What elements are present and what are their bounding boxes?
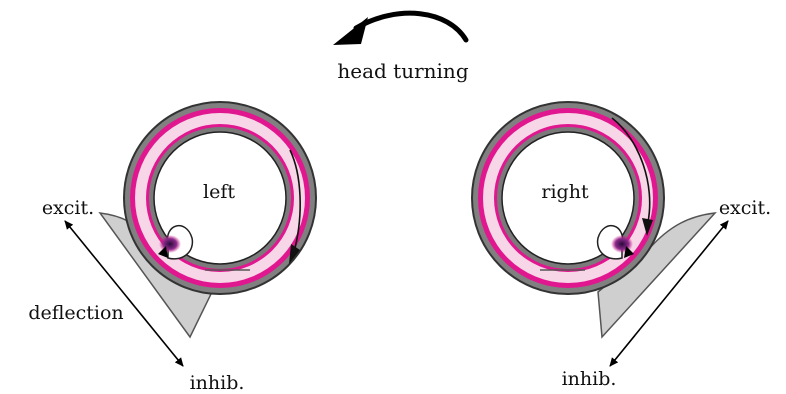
- left-canal-label: left: [203, 181, 235, 203]
- right-canal-label: right: [541, 181, 589, 203]
- head-turning-arrow: [333, 13, 466, 45]
- right-inhibition-label: inhib.: [562, 368, 617, 390]
- head-turning-label: head turning: [337, 59, 468, 83]
- left-canal: [100, 102, 316, 337]
- left-inhibition-label: inhib.: [190, 372, 245, 394]
- right-canal: [472, 102, 715, 337]
- left-excitation-label: excit.: [42, 197, 94, 219]
- deflection-label: deflection: [28, 302, 123, 324]
- right-excitation-label: excit.: [719, 197, 771, 219]
